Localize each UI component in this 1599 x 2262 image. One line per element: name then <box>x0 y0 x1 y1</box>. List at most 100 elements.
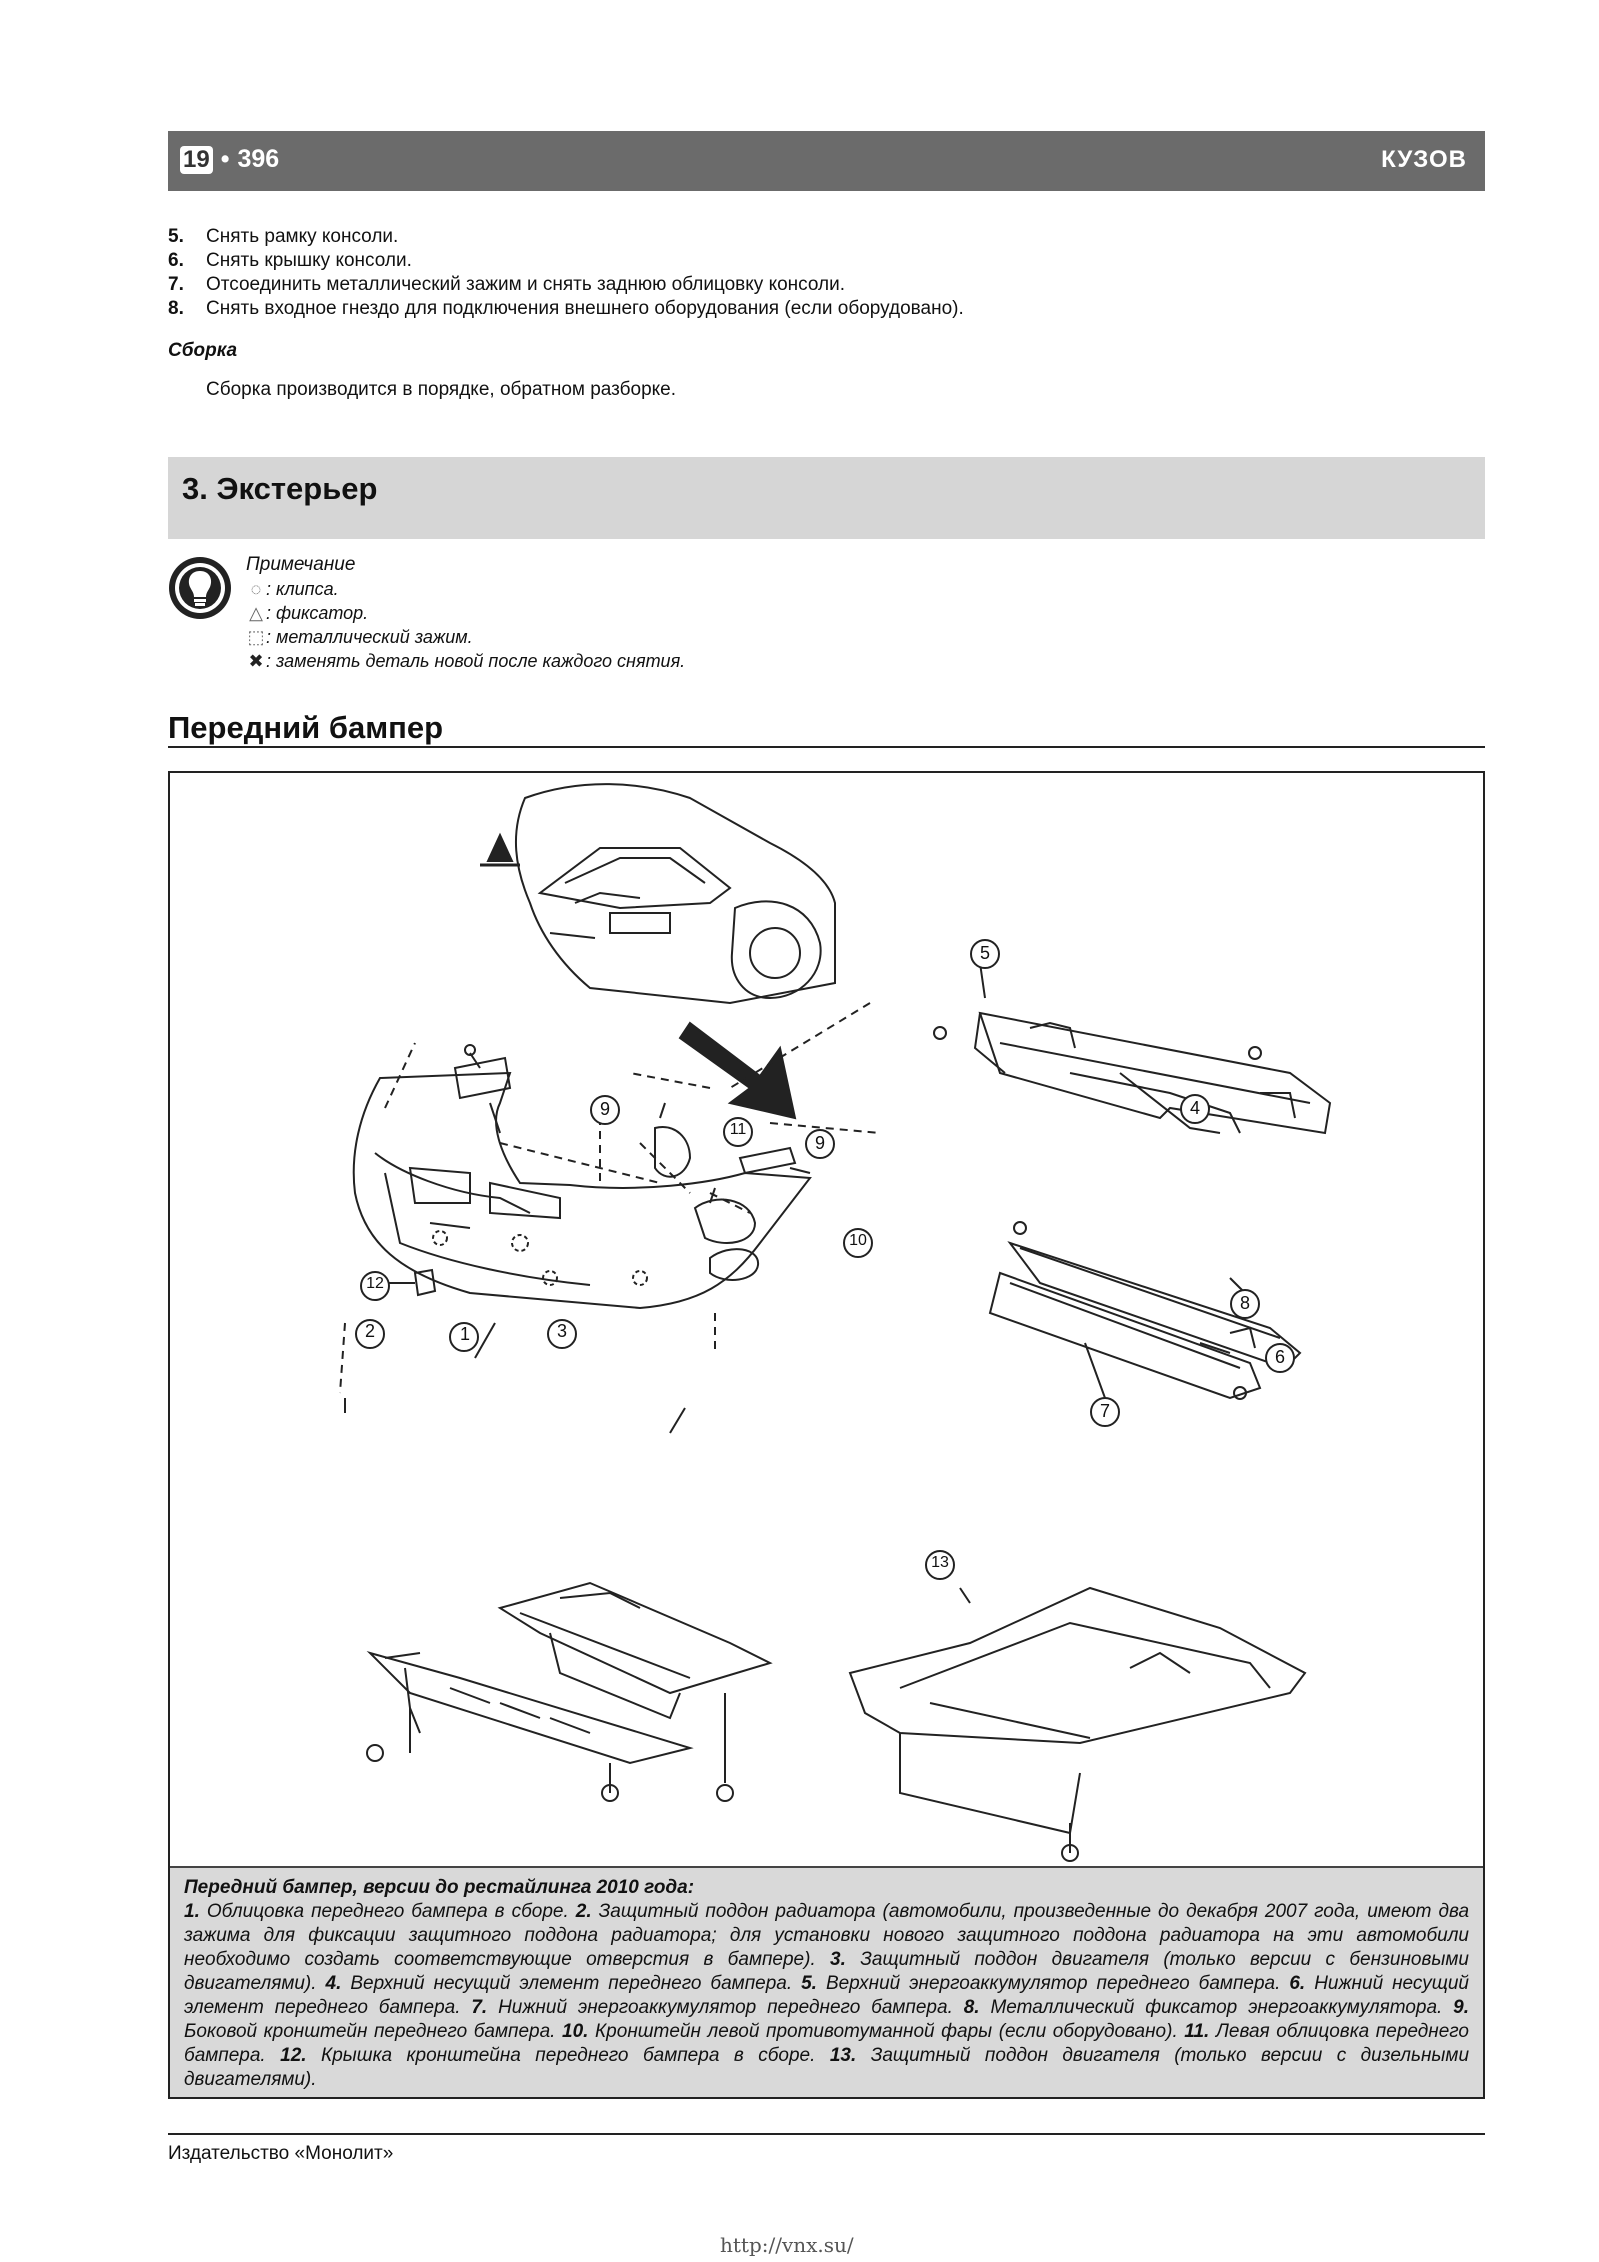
caption-text: Верхний энергоаккумулятор переднего бамп… <box>825 1973 1281 1994</box>
leader-7 <box>1084 1342 1106 1399</box>
note-item: ✖: заменять деталь новой после каждого с… <box>246 649 685 673</box>
callout-number: 12 <box>366 1275 384 1292</box>
fog-lamp-bracket-part <box>693 1187 757 1244</box>
callout-number: 13 <box>931 1554 949 1571</box>
caption-text: Защитный поддон двигателя (только версии… <box>184 2045 1470 2090</box>
page-separator: • <box>220 145 230 173</box>
clip-icon: ◌ <box>250 579 262 599</box>
logo-mark <box>480 832 520 867</box>
upper-reinforcement-part <box>933 1011 1332 1135</box>
exploded-diagram <box>339 783 1332 1862</box>
caption-text: Облицовка переднего бампера в сборе. <box>206 1901 569 1922</box>
callout-number: 11 <box>729 1121 747 1138</box>
caption-num: 5. <box>801 1973 817 1994</box>
leader-3 <box>669 1407 686 1434</box>
note-item: △: фиксатор. <box>246 601 685 625</box>
side-bracket-part-2 <box>738 1146 811 1175</box>
leader-lines <box>339 1002 881 1394</box>
subsection-title: Передний бампер <box>168 710 444 745</box>
caption-num: 9. <box>1453 1997 1470 2018</box>
step-item: 6. Снять крышку консоли. <box>168 249 964 273</box>
caption-text: Защитный поддон радиатора (автомобили, п… <box>184 1901 1470 1970</box>
note-block: Примечание ◌: клипса. △: фиксатор. ⬚: ме… <box>246 553 685 673</box>
lightbulb-icon <box>168 556 232 620</box>
note-item: ◌: клипса. <box>246 577 685 601</box>
step-number: 8. <box>168 298 184 319</box>
callout-number: 5 <box>979 943 990 963</box>
bumper-cover-part <box>352 1071 812 1310</box>
retainer-icon: △ <box>249 603 263 623</box>
bumper-figure: 1 2 3 4 5 6 7 8 9 9 10 11 12 13 Передний… <box>168 771 1485 2099</box>
steps-list: 5. Снять рамку консоли. 6. Снять крышку ко… <box>168 225 964 321</box>
note-item: ⬚: металлический зажим. <box>246 625 685 649</box>
caption-num: 12. <box>280 2045 307 2066</box>
page-header: 19 • 396 КУЗОВ <box>168 131 1485 191</box>
callout-circles <box>355 939 1295 1580</box>
caption-text: Крышка кронштейна переднего бампера в сб… <box>321 2045 816 2066</box>
note-text: : металлический зажим. <box>266 627 473 647</box>
step-text: Снять входное гнездо для подключения вне… <box>206 298 964 319</box>
note-text: : заменять деталь новой после каждого сн… <box>266 651 686 671</box>
caption-text: Нижний энергоаккумулятор переднего бампе… <box>498 1997 953 2018</box>
caption-text: Левая облицовка переднего бампера. <box>184 2021 1469 2066</box>
source-url: http://vnx.su/ <box>720 2233 854 2257</box>
step-item: 5. Снять рамку консоли. <box>168 225 964 249</box>
engine-guard-petrol-part <box>497 1581 773 1802</box>
direction-arrow <box>678 1021 797 1120</box>
caption-num: 7. <box>471 1997 488 2018</box>
callout-number: 1 <box>459 1324 470 1344</box>
caption-title: Передний бампер, версии до рестайлинга 2… <box>184 1877 695 1898</box>
caption-num: 11. <box>1184 2021 1210 2042</box>
step-text: Отсоединить металлический зажим и снять … <box>206 274 845 295</box>
callout-number: 4 <box>1189 1098 1200 1118</box>
caption-text: Нижний несущий элемент переднего бампера… <box>184 1973 1470 2018</box>
step-item: 8. Снять входное гнездо для подключения в… <box>168 297 964 321</box>
note-title: Примечание <box>246 554 356 575</box>
note-text: : фиксатор. <box>266 603 369 623</box>
leader-6 <box>1199 1342 1231 1354</box>
chapter-number: 19 <box>180 145 213 174</box>
footer-rule <box>168 2133 1485 2135</box>
leader-13 <box>959 1587 971 1604</box>
caption-text: Кронштейн левой противотуманной фары (ес… <box>594 2021 1178 2042</box>
side-bracket-part <box>453 1044 512 1134</box>
step-number: 6. <box>168 250 184 271</box>
callout-number: 7 <box>1099 1401 1110 1421</box>
step-number: 7. <box>168 274 184 295</box>
step-text: Снять рамку консоли. <box>206 226 399 247</box>
callout-number: 3 <box>556 1321 567 1341</box>
caption-num: 4. <box>325 1973 342 1994</box>
page-number-group: 19 • 396 <box>180 145 279 174</box>
step-number: 5. <box>168 226 184 247</box>
caption-num: 3. <box>830 1949 846 1970</box>
caption-text: Боковой кронштейн переднего бампера. <box>184 2021 556 2042</box>
caption-num: 8. <box>963 1997 980 2018</box>
caption-num: 1. <box>184 1901 200 1922</box>
callout-number: 10 <box>849 1232 867 1249</box>
caption-text: Верхний несущий элемент переднего бампер… <box>350 1973 793 1994</box>
publisher-name: Издательство «Монолит» <box>168 2143 394 2164</box>
cover-part-11 <box>654 1102 692 1178</box>
caption-num: 2. <box>575 1901 592 1922</box>
leader-5 <box>979 962 986 999</box>
callout-number: 9 <box>814 1133 825 1153</box>
section-title: 3. Экстерьер <box>182 471 378 506</box>
radiator-guard-part <box>366 1651 694 1802</box>
figure-caption: Передний бампер, версии до рестайлинга 2… <box>170 1866 1483 2097</box>
caption-text: Металлический фиксатор энергоаккумулятор… <box>990 1997 1443 2018</box>
caption-num: 10. <box>562 2021 589 2042</box>
car-illustration <box>515 783 836 1005</box>
callout-number: 6 <box>1274 1347 1285 1367</box>
callout-number: 2 <box>364 1321 375 1341</box>
chapter-title: КУЗОВ <box>1381 146 1467 173</box>
callout-number: 8 <box>1239 1293 1250 1313</box>
page-number: 396 <box>237 145 280 173</box>
subsection-rule <box>168 746 1485 748</box>
caption-text: Защитный поддон двигателя (только версии… <box>184 1949 1469 1994</box>
step-text: Снять крышку консоли. <box>206 250 412 271</box>
engine-guard-diesel-part <box>848 1586 1307 1862</box>
step-item: 7. Отсоединить металлический зажим и снят… <box>168 273 964 297</box>
section-band: 3. Экстерьер <box>168 457 1485 539</box>
replace-part-icon: ✖ <box>248 651 264 671</box>
assembly-text: Сборка производится в порядке, обратном … <box>206 379 677 400</box>
